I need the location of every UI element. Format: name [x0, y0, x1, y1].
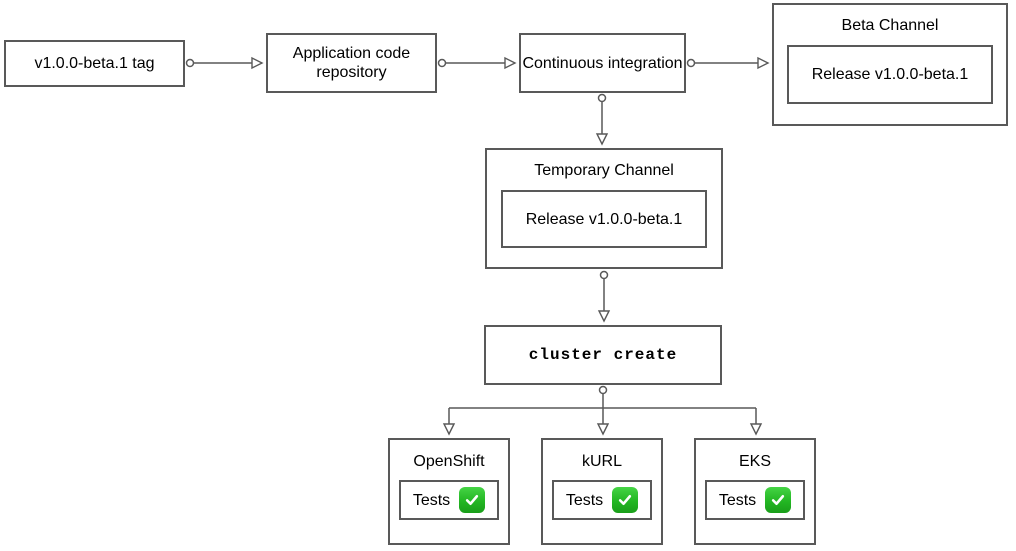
kurl-tests-box: Tests [552, 480, 652, 520]
tests-label: Tests [565, 491, 604, 509]
node-cluster-kurl: kURL Tests [541, 438, 663, 545]
beta-channel-title: Beta Channel [841, 17, 939, 34]
check-mark-icon [459, 487, 486, 513]
eks-title: EKS [738, 453, 771, 470]
node-temporary-channel: Temporary Channel Release v1.0.0-beta.1 [485, 148, 723, 269]
openshift-tests-box: Tests [399, 480, 499, 520]
tests-label: Tests [412, 491, 451, 509]
openshift-title: OpenShift [413, 453, 485, 470]
connector-dot [437, 58, 447, 68]
eks-tests-box: Tests [705, 480, 805, 520]
node-version-tag: v1.0.0-beta.1 tag [4, 40, 185, 87]
check-mark-icon [765, 487, 792, 513]
connector-dot [599, 270, 609, 280]
tests-label: Tests [718, 491, 757, 509]
temporary-channel-title: Temporary Channel [534, 162, 674, 179]
temporary-channel-release-box: Release v1.0.0-beta.1 [501, 190, 707, 248]
node-application-code-repository: Application code repository [266, 33, 437, 93]
cluster-create-label: cluster create [528, 345, 678, 364]
check-mark-icon [612, 487, 639, 513]
connector-dot [598, 385, 608, 395]
kurl-title: kURL [581, 453, 622, 470]
node-cluster-eks: EKS Tests [694, 438, 816, 545]
node-continuous-integration: Continuous integration [519, 33, 686, 93]
node-cluster-create: cluster create [484, 325, 722, 385]
version-tag-label: v1.0.0-beta.1 tag [34, 55, 155, 72]
beta-channel-release-label: Release v1.0.0-beta.1 [811, 66, 969, 83]
node-cluster-openshift: OpenShift Tests [388, 438, 510, 545]
connector-dot [686, 58, 696, 68]
beta-channel-release-box: Release v1.0.0-beta.1 [787, 45, 993, 104]
repository-label: Application code repository [292, 45, 411, 81]
temporary-channel-release-label: Release v1.0.0-beta.1 [525, 210, 683, 228]
connector-dot [597, 93, 607, 103]
node-beta-channel: Beta Channel Release v1.0.0-beta.1 [772, 3, 1008, 126]
continuous-integration-label: Continuous integration [522, 54, 683, 72]
connector-dot [185, 58, 195, 68]
